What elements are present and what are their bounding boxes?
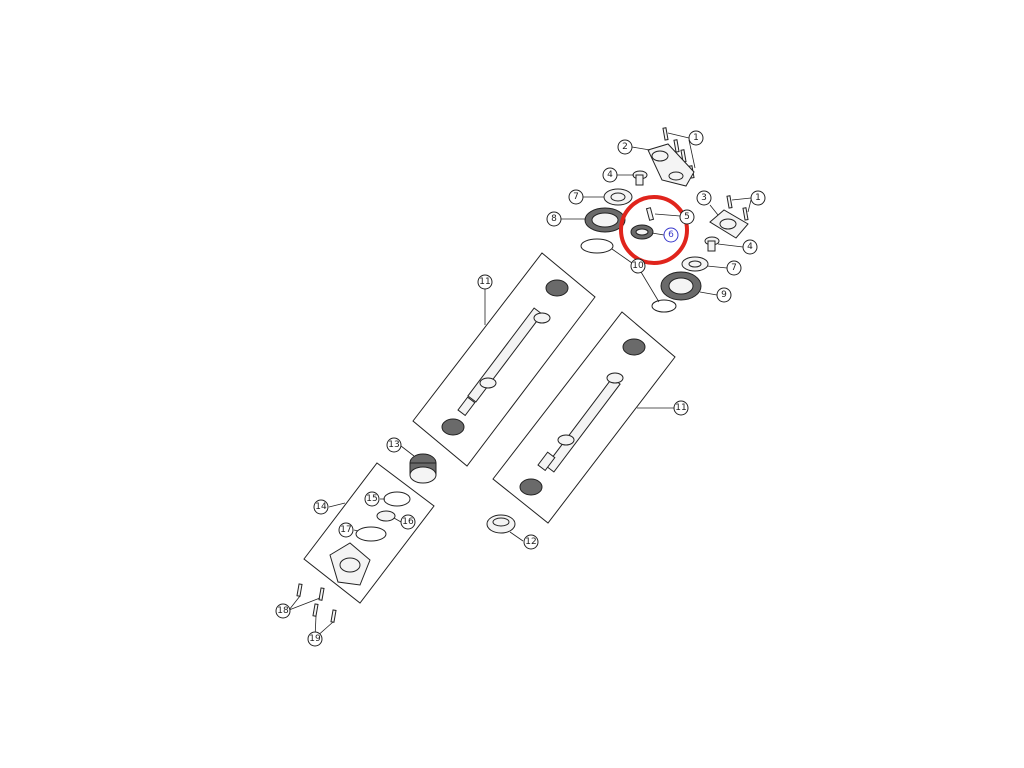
svg-text:18: 18	[277, 606, 289, 616]
callout-16[interactable]: 16	[400, 514, 416, 530]
callout-5[interactable]: 5	[679, 209, 695, 225]
callout-18[interactable]: 18	[275, 603, 291, 619]
svg-text:7: 7	[731, 263, 737, 273]
callout-8[interactable]: 8	[546, 211, 562, 227]
svg-text:1: 1	[755, 193, 761, 203]
svg-text:9: 9	[721, 290, 727, 300]
svg-text:13: 13	[388, 440, 399, 450]
callout-2[interactable]: 2	[617, 139, 633, 155]
housing-assembly[interactable]	[303, 462, 435, 604]
bearing-top[interactable]	[603, 188, 633, 206]
svg-text:4: 4	[607, 170, 613, 180]
svg-text:11: 11	[479, 277, 490, 287]
svg-text:14: 14	[315, 502, 327, 512]
snap-ring-left[interactable]	[580, 238, 614, 254]
svg-text:3: 3	[701, 193, 707, 203]
svg-text:6: 6	[668, 230, 674, 240]
gear-8[interactable]	[584, 207, 626, 233]
gear-9[interactable]	[660, 271, 702, 301]
callout-19[interactable]: 19	[307, 631, 323, 647]
svg-text:8: 8	[551, 214, 557, 224]
bolt-group-right[interactable]	[726, 195, 749, 221]
callout-11-upper[interactable]: 11	[477, 274, 493, 290]
svg-text:2: 2	[622, 142, 628, 152]
cover-plate[interactable]	[647, 143, 695, 187]
svg-text:19: 19	[309, 634, 321, 644]
leader-lines	[288, 132, 752, 639]
callout-17[interactable]: 17	[338, 522, 354, 538]
svg-text:5: 5	[684, 212, 690, 222]
callout-12[interactable]: 12	[523, 534, 539, 550]
callout-15[interactable]: 15	[364, 491, 380, 507]
svg-text:17: 17	[340, 525, 351, 535]
callout-9[interactable]: 9	[716, 287, 732, 303]
svg-text:4: 4	[747, 242, 753, 252]
selection-highlight-ring	[619, 195, 689, 265]
callout-1-right[interactable]: 1	[750, 190, 766, 206]
snap-ring-right[interactable]	[651, 299, 677, 313]
seal-right[interactable]	[704, 236, 720, 252]
seal-6[interactable]	[630, 224, 654, 240]
svg-text:1: 1	[693, 133, 699, 143]
callout-14[interactable]: 14	[313, 499, 329, 515]
callout-10[interactable]: 10	[630, 258, 646, 274]
svg-text:15: 15	[366, 494, 377, 504]
gear-13[interactable]	[409, 453, 437, 484]
callout-13[interactable]: 13	[386, 437, 402, 453]
svg-text:16: 16	[402, 517, 414, 527]
callout-11-lower[interactable]: 11	[673, 400, 689, 416]
svg-text:12: 12	[525, 537, 536, 547]
callout-3[interactable]: 3	[696, 190, 712, 206]
callout-4-top[interactable]: 4	[602, 167, 618, 183]
shaft-assembly-upper[interactable]	[412, 252, 596, 467]
bearing-right[interactable]	[681, 256, 709, 272]
bearing-cup-12[interactable]	[486, 514, 516, 534]
svg-text:10: 10	[632, 261, 644, 271]
callout-6-selected[interactable]: 6	[663, 227, 679, 243]
callout-4-right[interactable]: 4	[742, 239, 758, 255]
bolt-group-19[interactable]	[312, 603, 337, 623]
cover-plate-right[interactable]	[709, 209, 749, 239]
svg-text:7: 7	[573, 192, 579, 202]
callout-7-right[interactable]: 7	[726, 260, 742, 276]
callout-1-top[interactable]: 1	[688, 130, 704, 146]
seal-top[interactable]	[632, 170, 648, 186]
bolt-group-18[interactable]	[296, 583, 325, 601]
svg-text:11: 11	[675, 403, 686, 413]
callout-7-top[interactable]: 7	[568, 189, 584, 205]
shaft-assembly-lower[interactable]	[492, 311, 676, 524]
bolt-5[interactable]	[645, 207, 655, 221]
